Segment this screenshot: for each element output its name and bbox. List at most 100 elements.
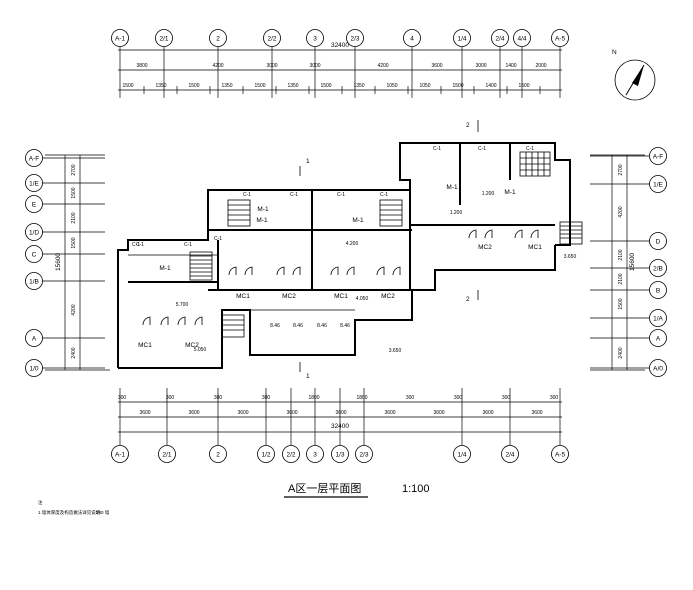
right-total-dim: 15600 [629, 253, 636, 271]
bottom-axis-label-circle [501, 445, 519, 463]
right-axis-label-circle [649, 329, 667, 347]
top-axis-label-circle [209, 29, 227, 47]
bottom-axis-label: 1/2 [261, 451, 270, 458]
left-dim-value: 1500 [71, 237, 77, 248]
door-swing [142, 316, 151, 326]
right-axis-label: A/0 [653, 365, 663, 372]
bottom-dim-value: 300 [406, 395, 415, 401]
door-swing [292, 266, 301, 276]
window-label: C-1 [433, 146, 441, 152]
left-axis-label: 1/E [29, 180, 39, 187]
left-axis-label-circle [25, 223, 43, 241]
right-dimension-lines [590, 154, 645, 371]
left-total-dim: 15600 [55, 253, 62, 271]
left-dim-value: 2400 [71, 347, 77, 358]
tag-label: 8.46 [340, 323, 350, 329]
door-swing [160, 316, 169, 326]
left-axis-label: A-F [29, 155, 40, 162]
door-swings [142, 229, 539, 326]
left-dim-value: 4200 [71, 304, 77, 315]
top-dim-value: 4200 [212, 63, 223, 69]
door-label: M-1 [159, 265, 171, 272]
door-label: M-1 [257, 206, 269, 213]
elevation-label: 5.700 [176, 302, 189, 308]
bottom-dim-value: 3600 [531, 410, 542, 416]
door-swing [392, 266, 401, 276]
drawing-title: A区一层平面图 [288, 482, 361, 495]
door-swing [194, 316, 203, 326]
north-label: N [612, 49, 617, 56]
top-dim-value: 1050 [419, 83, 430, 89]
drawing-scale: 1:100 [402, 483, 430, 495]
bottom-dim-value: 3600 [286, 410, 297, 416]
bottom-axis-label-circle [331, 445, 349, 463]
top-axis-label: 2/1 [159, 35, 168, 42]
bottom-dim-value: 3600 [335, 410, 346, 416]
left-axis-label-circle [25, 245, 43, 263]
left-axis-label: E [32, 201, 37, 208]
top-total-dim: 32400 [331, 42, 349, 49]
top-axis-label: 3 [313, 35, 317, 42]
tag-label: 1.200 [450, 210, 463, 216]
left-dimension-lines [45, 154, 110, 371]
note-line: 1.墙体厚度及构造做法详见说明 [38, 509, 101, 516]
top-dim-value: 1400 [505, 63, 516, 69]
door-swing [330, 266, 339, 276]
top-axis-label-circle [453, 29, 471, 47]
right-axis-label-circle [649, 259, 667, 277]
elevation-label: 3.650 [564, 254, 577, 260]
door-swing [468, 229, 477, 239]
door-label: MC1 [334, 293, 348, 300]
tag-label: 8.46 [317, 323, 327, 329]
top-dim-value: 4200 [377, 63, 388, 69]
right-dim-value: 2100 [618, 273, 624, 284]
bottom-axis-label: A-1 [115, 451, 126, 458]
top-axis-label-circle [155, 29, 173, 47]
left-axis-label-circle [25, 195, 43, 213]
top-axis-label: 4/4 [517, 35, 526, 42]
top-dim-value: 3000 [475, 63, 486, 69]
bottom-dim-value: 3600 [384, 410, 395, 416]
top-axis-label-circle [513, 29, 531, 47]
window-label: C-1 [184, 242, 192, 248]
door-swing [244, 266, 253, 276]
note-tail: 240 墙 [96, 509, 110, 516]
door-label: MC1 [236, 293, 250, 300]
top-axis-label-circle [551, 29, 569, 47]
bottom-axis-label-circle [355, 445, 373, 463]
bottom-dim-value: 3600 [433, 410, 444, 416]
left-axis-label: 1/B [29, 278, 39, 285]
left-dim-value: 2700 [71, 164, 77, 175]
stair-west [189, 251, 213, 281]
top-dim-value: 1500 [254, 83, 265, 89]
bottom-axis-label: 2/1 [162, 451, 171, 458]
bottom-axis-label-circle [257, 445, 275, 463]
bottom-total-dim: 32400 [331, 423, 349, 430]
top-dim-value: 1500 [518, 83, 529, 89]
door-label: M-1 [256, 217, 268, 224]
bottom-dim-value: 3600 [139, 410, 150, 416]
bottom-dim-value: 300 [454, 395, 463, 401]
elevation-label: 5.050 [194, 347, 207, 353]
bottom-dim-value: 3600 [237, 410, 248, 416]
left-axis-label: 1/D [29, 229, 39, 236]
right-axis-label: A-F [653, 153, 664, 160]
right-dim-value: 4200 [618, 206, 624, 217]
right-dim-value: 2700 [618, 164, 624, 175]
bottom-axis-label-circle [209, 445, 227, 463]
bottom-axis-label: 2/2 [286, 451, 295, 458]
window-label: C-1 [478, 146, 486, 152]
note-heading: 注 [38, 499, 43, 506]
top-dim-value: 3800 [136, 63, 147, 69]
section-2-top: 2 [466, 122, 470, 129]
door-swing [484, 229, 493, 239]
left-axis-label-circle [25, 174, 43, 192]
top-axis-label-circle [403, 29, 421, 47]
top-axis-label: 1/4 [457, 35, 466, 42]
